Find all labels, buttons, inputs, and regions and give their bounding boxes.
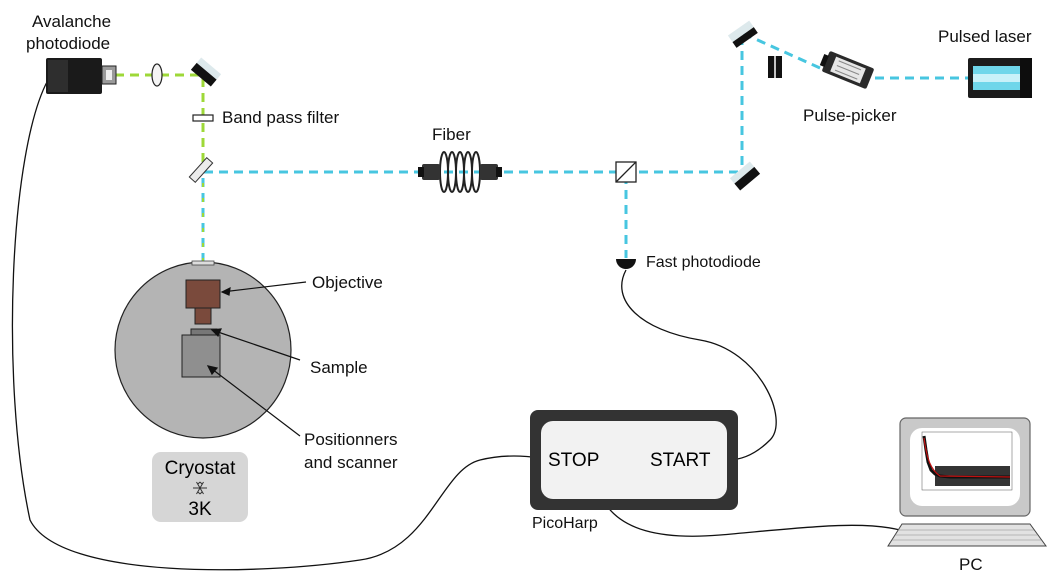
lens [151, 63, 163, 87]
fiber-label: Fiber [432, 125, 471, 144]
pulse-picker: Pulse-picker [768, 51, 897, 125]
band-pass-label: Band pass filter [222, 108, 340, 127]
objective-label: Objective [312, 273, 383, 292]
snowflake-icon [193, 481, 207, 495]
picoharp: STOP START PicoHarp [530, 410, 738, 532]
cryostat-label-box: Cryostat 3K [152, 452, 248, 522]
apd-label-line2: photodiode [26, 34, 110, 53]
positioners-label-line2: and scanner [304, 453, 398, 472]
picoharp-label: PicoHarp [532, 515, 598, 532]
positioners-label-line1: Positionners [304, 430, 398, 449]
beam-splitter [615, 161, 637, 183]
pulse-picker-label: Pulse-picker [803, 106, 897, 125]
photodiode-cable [621, 269, 777, 461]
cables [11, 79, 901, 571]
pulsed-laser-label: Pulsed laser [938, 27, 1032, 46]
pulsed-laser: Pulsed laser [938, 27, 1032, 98]
mirror-top-right [727, 20, 758, 48]
avalanche-photodiode: Avalanche photodiode [26, 12, 117, 94]
mirror-apd [190, 57, 222, 87]
pc: PC [887, 417, 1047, 574]
mirror-bottom-right [729, 161, 761, 191]
apd-label-line1: Avalanche [32, 12, 111, 31]
apd-cable [11, 79, 541, 571]
cryostat-label: Cryostat [165, 458, 236, 479]
start-input-label: START [650, 450, 711, 471]
dichroic-mirror [188, 156, 214, 184]
pc-cable [602, 499, 901, 537]
cryostat-temp: 3K [188, 499, 212, 520]
objective [185, 279, 221, 309]
band-pass-filter: Band pass filter [192, 108, 340, 127]
stop-input-label: STOP [548, 450, 599, 471]
fiber-coil: Fiber [418, 125, 502, 193]
decay-plot [921, 431, 1013, 491]
annotation-arrows [206, 281, 307, 437]
cryostat [114, 260, 292, 439]
fast-photodiode-label: Fast photodiode [646, 254, 761, 271]
sample-label: Sample [310, 358, 368, 377]
fast-photodiode: Fast photodiode [616, 254, 761, 271]
pc-label: PC [959, 555, 983, 574]
